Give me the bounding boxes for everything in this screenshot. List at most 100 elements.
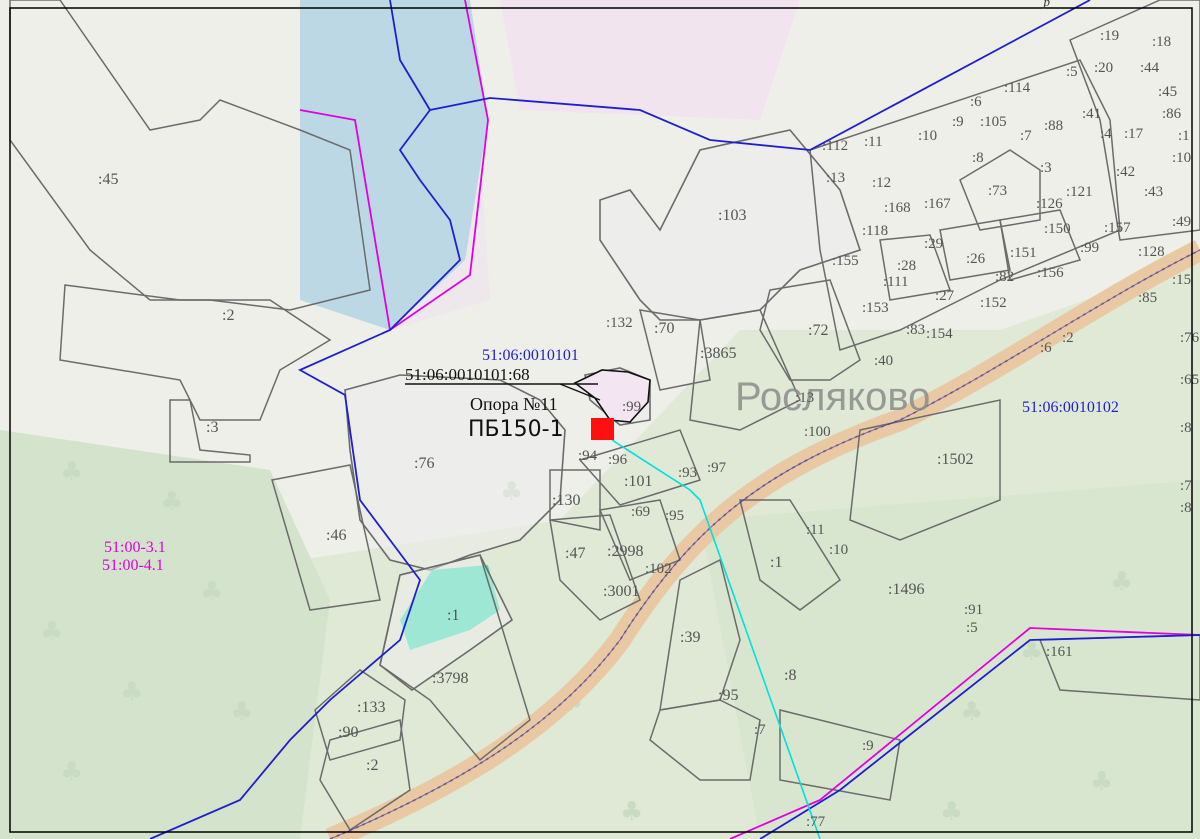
parcel-46[interactable] [271,464,381,611]
parcel-3798[interactable] [379,554,531,762]
parcel-label: :2 [222,307,234,324]
svg-text:♣: ♣ [960,697,983,727]
parcel-label: :1 [447,607,459,624]
parcel-3865[interactable] [689,309,801,431]
parcel-73[interactable] [959,149,1041,231]
target-parcel-outline[interactable] [573,369,651,423]
parcel-label: :20 [1094,60,1113,76]
parcel-label: :49 [1172,214,1191,230]
svg-text:♣: ♣ [60,457,83,487]
parcel-label: :168 [884,200,911,216]
parcel-47[interactable] [549,514,641,621]
parcel-39[interactable] [659,558,741,711]
svg-text:♣: ♣ [1020,637,1043,667]
parcel-label: :99 [1080,240,1099,256]
parcel-label: :13 [795,390,814,406]
parcel-label: :133 [357,699,385,716]
forest-area-east [700,480,1200,839]
parcel-label: :18 [1152,34,1171,50]
parcel-1-east[interactable] [739,499,842,611]
parcel-label: :27 [935,288,955,304]
parcel-28[interactable] [879,234,952,301]
parcel-label: :17 [1124,126,1144,142]
parcel-label: :157 [1104,220,1131,236]
parcel-label: :95 [665,508,684,524]
parcel-label: :101 [624,473,652,490]
parcel-label: :95 [718,687,738,704]
parcel-label: :118 [862,223,888,239]
parcel-2-south[interactable] [319,719,411,832]
map-frame-border [9,7,1193,833]
parcel-label: :99 [622,399,641,415]
parcel-2[interactable] [59,284,332,421]
parcel-label: :88 [1044,118,1063,134]
parcel-label: :40 [874,353,893,369]
svg-text:♣: ♣ [230,697,253,727]
parcel-label: :26 [966,251,986,267]
block-boundary-north [429,0,1091,151]
svg-text:♣: ♣ [160,487,183,517]
parcel-label: :91 [964,602,983,618]
power-line[interactable] [611,439,821,839]
parcel-label: :8 [972,150,984,166]
parcel-label: :151 [1010,245,1037,261]
parcel-9[interactable] [779,709,901,801]
parcel-label: :83 [906,322,925,338]
block-boundary-south [759,634,1200,839]
svg-text:♣: ♣ [620,797,643,827]
parcel-label: :114 [1004,80,1031,96]
parcel-label: :1 [770,554,782,571]
parcel-151[interactable] [999,209,1082,281]
parcel-label: :45 [98,171,118,188]
parcel-label: :2 [366,757,378,774]
parcel-label: :150 [1044,221,1071,237]
svg-text:♣: ♣ [200,577,223,607]
block-label-101: 51:06:0010101 [482,347,579,364]
parcel-101[interactable] [578,429,701,506]
parcel-label: :97 [707,460,727,476]
place-name: Росляково [735,375,930,419]
parcel-label: :100 [804,424,831,440]
parcel-label: :10 [918,128,937,144]
parcel-northeast-strip[interactable] [1069,0,1200,241]
pole-marker[interactable] [591,418,614,440]
parcel-70[interactable] [638,309,711,391]
parcel-103[interactable] [599,129,862,321]
parcel-labels: :45 :2 :3 :76 :46 :1 :3798 :133 :90 :2 :… [98,28,1200,830]
parcel-label: :6 [1040,340,1052,356]
parcel-95-south[interactable] [649,699,761,781]
parcel-76[interactable] [344,374,566,571]
parcel-label: :13 [826,170,845,186]
parcel-label: :90 [338,724,358,741]
parcel-45[interactable] [9,0,371,311]
parcel-2998[interactable] [598,499,681,581]
corner-text: р [1043,0,1051,9]
parcel-label: :161 [1046,644,1073,660]
parcel-label: :39 [680,629,700,646]
parcel-label: :121 [1066,184,1093,200]
parcel-label: :77 [806,814,826,830]
parcel-label: :76 [1180,330,1200,346]
parcel-label: :102 [645,561,672,577]
parcel-label: :47 [565,545,585,562]
block-northeast-grid[interactable] [809,59,1121,351]
parcel-label: :94 [578,448,598,464]
parcel-130[interactable] [549,469,601,531]
parcel-3[interactable] [169,399,251,463]
svg-text:♣: ♣ [120,677,143,707]
parcel-label: :3001 [603,583,639,600]
zone-boundary-south [729,627,1200,839]
zone-label-2: 51:00-4.1 [102,557,164,574]
parcel-1502[interactable] [849,399,1001,541]
parcel-label: :9 [862,738,874,754]
parcel-72[interactable] [759,279,861,381]
parcel-label: :7 [1180,478,1192,494]
parcel-label: :11 [806,522,825,538]
parcel-label: :1496 [888,581,924,598]
parcel-layer[interactable] [9,0,1200,832]
parcel-26[interactable] [939,219,1011,281]
parcel-label: :7 [1020,128,1032,144]
pole-type-label: ПБ150-1 [468,417,564,442]
